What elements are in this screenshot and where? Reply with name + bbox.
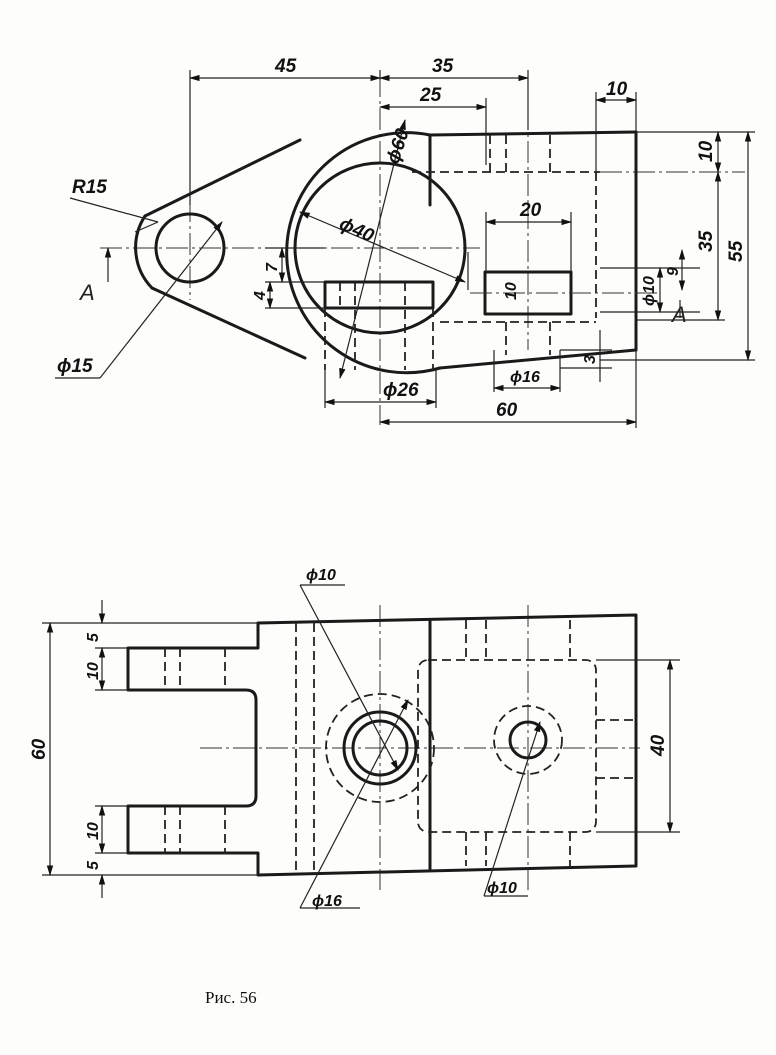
bottom-view: 5 10 60 10 5 40 ϕ10 ϕ16 ϕ10 xyxy=(29,567,680,910)
dim-7-label: 7 xyxy=(264,262,281,272)
dim-phi10-top-label: ϕ10 xyxy=(306,567,336,584)
dim-40-label: 40 xyxy=(648,734,669,757)
dim-phi10-bottom-label: ϕ10 xyxy=(487,880,517,897)
dim-55-label: 55 xyxy=(726,240,747,262)
dim-9-label: 9 xyxy=(665,267,682,276)
dim-phi26-label: ϕ26 xyxy=(383,380,419,401)
hub-hidden-circle xyxy=(325,693,435,803)
dim-10-slot-label: 10 xyxy=(503,282,520,300)
phi40-leader xyxy=(299,211,466,283)
lug-lower-tangent xyxy=(150,286,307,360)
lug-upper-tangent xyxy=(143,138,302,218)
dim-60-label: 60 xyxy=(29,738,50,760)
hub-outer-circle xyxy=(342,710,418,786)
dim-45-label: 45 xyxy=(274,56,297,77)
dim-r15-label: R15 xyxy=(72,177,107,198)
lug-hole-phi15 xyxy=(154,212,226,284)
phi16-leader xyxy=(299,699,409,909)
dim-5-top-label: 5 xyxy=(85,632,102,642)
dim-35-top-label: 35 xyxy=(432,56,454,77)
hub-inner-circle xyxy=(351,719,409,777)
dim-10-right-label: 10 xyxy=(696,140,717,162)
dim-phi15-label: ϕ15 xyxy=(57,356,93,377)
dim-10-top-label: 10 xyxy=(606,79,628,100)
body-bottom-edge xyxy=(438,348,638,370)
phi60-leader xyxy=(339,118,406,380)
dim-phi16-label: ϕ16 xyxy=(510,369,540,386)
section-a-right-label: A xyxy=(670,302,687,327)
dim-25-label: 25 xyxy=(419,85,442,106)
lug-r15-arc xyxy=(134,214,154,290)
figure-caption: Рис. 56 xyxy=(205,988,257,1007)
bottom-outline xyxy=(126,613,638,877)
body-top-edge xyxy=(428,130,638,137)
dim-35-right-label: 35 xyxy=(696,230,717,252)
dim-phi16-label: ϕ16 xyxy=(312,893,342,910)
dim-20-label: 20 xyxy=(519,200,542,221)
dim-4-label: 4 xyxy=(252,291,269,301)
bolt-counterbore-circle xyxy=(493,705,563,775)
r15-leader xyxy=(134,221,159,233)
phi10-bottom-leader xyxy=(483,720,541,897)
dim-5-bottom-label: 5 xyxy=(85,860,102,870)
dim-phi10-label: ϕ10 xyxy=(641,276,658,306)
dim-phi60-label: ϕ60 xyxy=(383,126,414,167)
top-view: 45 35 25 10 20 10 35 55 ϕ10 xyxy=(55,56,755,428)
dim-10-top-label: 10 xyxy=(85,662,102,680)
phi10-top-leader xyxy=(299,584,399,771)
phi15-leader xyxy=(99,221,223,379)
dim-3-label: 3 xyxy=(582,355,599,364)
hidden-pocket xyxy=(417,659,597,833)
section-a-left-label: A xyxy=(78,280,95,305)
dim-60-label: 60 xyxy=(496,400,518,421)
r15-leader xyxy=(69,197,159,223)
dim-10-bottom-label: 10 xyxy=(85,822,102,840)
hub-phi60-outline xyxy=(285,131,442,375)
boss-cap xyxy=(323,280,435,310)
